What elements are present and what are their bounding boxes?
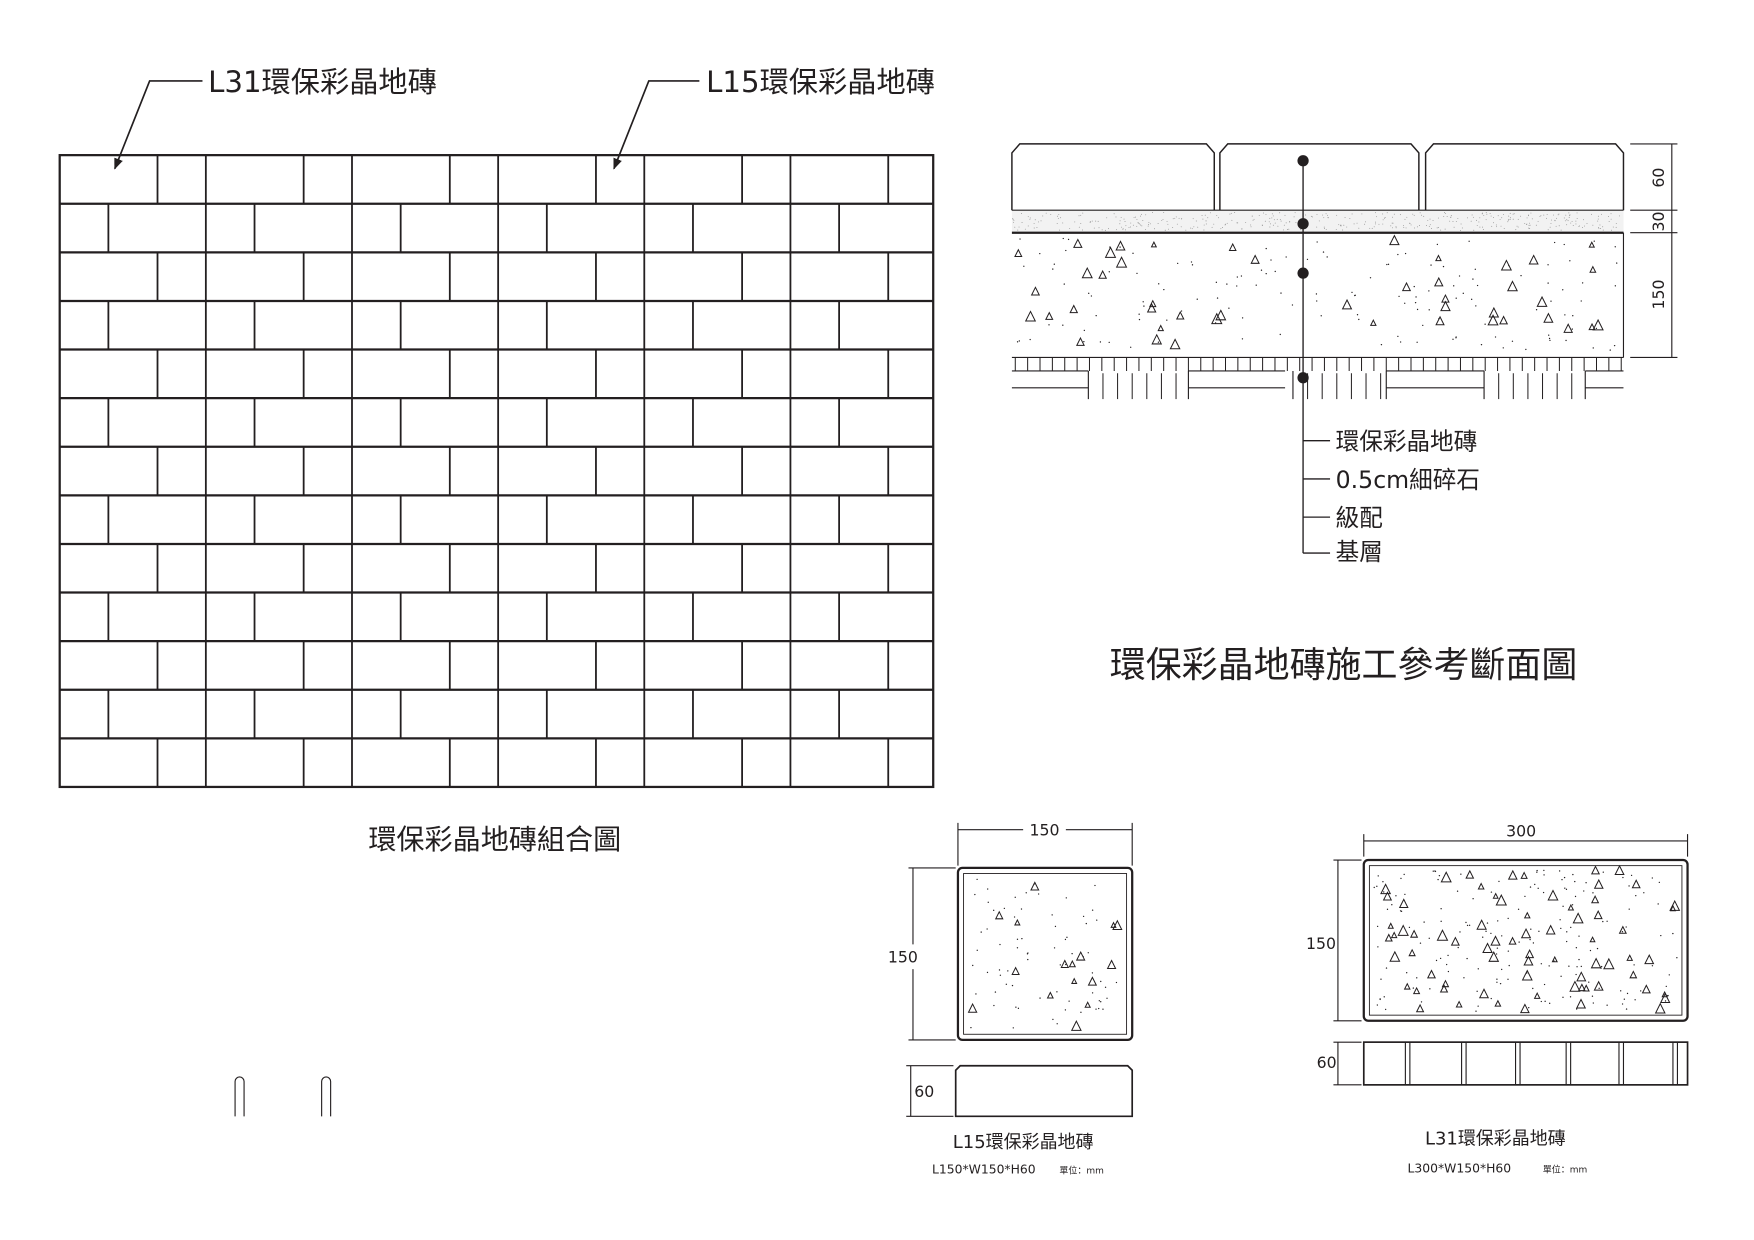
subgrade-hatch bbox=[1011, 356, 1624, 400]
gravel-base-layer bbox=[1012, 212, 1621, 351]
grid-border bbox=[58, 154, 935, 789]
section-title: 環保彩晶地磚施工參考斷面圖 bbox=[1110, 645, 1578, 686]
l31-height-dim: 150 bbox=[1306, 934, 1336, 953]
section-drawing: 環保彩晶地磚 0.5cm細碎石 級配 基層 60 30 150 bbox=[1011, 143, 1678, 566]
callout-l15-label: L15環保彩晶地磚 bbox=[706, 65, 935, 99]
l31-width-dim: 300 bbox=[1506, 821, 1536, 840]
marker-dot bbox=[1297, 218, 1309, 230]
l31-unit: 單位：mm bbox=[1543, 1164, 1587, 1176]
dim-150: 150 bbox=[1649, 280, 1668, 310]
layer-label: 基層 bbox=[1336, 538, 1383, 566]
paver-tiles bbox=[1011, 143, 1625, 211]
sand-layer bbox=[1011, 210, 1624, 233]
l15-spec: L150*W150*H60 bbox=[932, 1163, 1036, 1177]
layer-label: 環保彩晶地磚 bbox=[1336, 428, 1478, 456]
l31-spec: L300*W150*H60 bbox=[1408, 1162, 1512, 1176]
callout-l31-label: L31環保彩晶地磚 bbox=[208, 65, 437, 99]
l15-top-view bbox=[956, 866, 1134, 1042]
l15-height-dim: 150 bbox=[888, 947, 918, 966]
marker-dot bbox=[1297, 155, 1309, 167]
l15-thickness-dim: 60 bbox=[914, 1082, 934, 1101]
callout-l31: L31環保彩晶地磚 bbox=[114, 65, 437, 170]
l31-thickness-dim: 60 bbox=[1317, 1053, 1337, 1072]
leader-arrow bbox=[613, 80, 700, 170]
dim-60: 60 bbox=[1649, 168, 1668, 188]
callout-l15: L15環保彩晶地磚 bbox=[613, 65, 935, 170]
dim-30: 30 bbox=[1649, 211, 1668, 231]
l31-name: L31環保彩晶地磚 bbox=[1425, 1128, 1566, 1149]
l31-detail: 300 150 60 L31環保彩晶地磚 L300*W150*H60 單位：mm bbox=[1306, 821, 1689, 1176]
layer-label: 級配 bbox=[1336, 504, 1383, 532]
l31-top-view bbox=[1362, 858, 1689, 1022]
brick-layout-grid bbox=[58, 154, 935, 789]
marker-dot bbox=[1297, 372, 1309, 384]
l31-side-view bbox=[1362, 1041, 1689, 1086]
l15-detail: 150 150 60 L15環保彩晶地磚 L150*W150*H60 單位：mm bbox=[235, 0, 1132, 1177]
l15-name: L15環保彩晶地磚 bbox=[953, 1132, 1094, 1153]
l15-side-view bbox=[235, 0, 1132, 1116]
l15-unit: 單位：mm bbox=[1059, 1165, 1103, 1177]
layer-label: 0.5cm細碎石 bbox=[1336, 466, 1480, 494]
leader-arrow bbox=[114, 80, 203, 170]
marker-dot bbox=[1297, 267, 1309, 279]
layout-title: 環保彩晶地磚組合圖 bbox=[368, 823, 621, 856]
l15-width-dim: 150 bbox=[1029, 820, 1059, 839]
